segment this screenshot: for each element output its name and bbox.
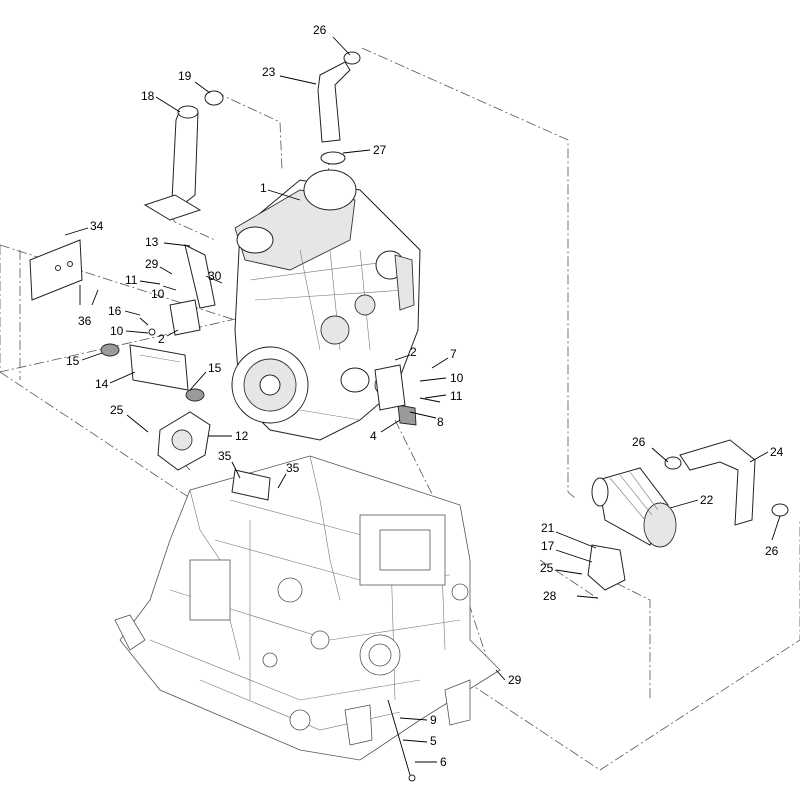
callout-10c: 10 xyxy=(450,371,464,385)
callout-2a: 2 xyxy=(158,332,165,346)
callout-28: 28 xyxy=(543,589,557,603)
callout-26c: 26 xyxy=(765,544,779,558)
callout-9: 9 xyxy=(430,713,437,727)
callout-13: 13 xyxy=(145,235,159,249)
mounting-parts xyxy=(29,239,599,782)
callout-26a: 26 xyxy=(313,23,327,37)
callout-27: 27 xyxy=(373,143,387,157)
callout-29b: 29 xyxy=(508,673,522,687)
callout-29a: 29 xyxy=(145,257,159,271)
machine-frame xyxy=(114,455,501,761)
callout-14: 14 xyxy=(95,377,109,391)
callout-5: 5 xyxy=(430,734,437,748)
callout-12: 12 xyxy=(235,429,249,443)
callout-10a: 10 xyxy=(151,287,165,301)
callout-4: 4 xyxy=(370,429,377,443)
callout-36: 36 xyxy=(78,314,92,328)
callout-8: 8 xyxy=(437,415,444,429)
callout-35a: 35 xyxy=(218,449,232,463)
callout-7: 7 xyxy=(450,347,457,361)
callout-22: 22 xyxy=(700,493,714,507)
callout-34: 34 xyxy=(90,219,104,233)
callout-10b: 10 xyxy=(110,324,124,338)
callout-25a: 25 xyxy=(110,403,124,417)
callout-19: 19 xyxy=(178,69,192,83)
callout-18: 18 xyxy=(141,89,155,103)
callout-21: 21 xyxy=(541,521,555,535)
callout-1: 1 xyxy=(260,181,267,195)
callout-23: 23 xyxy=(262,65,276,79)
callout-30: 30 xyxy=(208,269,222,283)
callout-17: 17 xyxy=(541,539,555,553)
callout-15a: 15 xyxy=(66,354,80,368)
callout-11b: 11 xyxy=(450,389,463,403)
callout-16: 16 xyxy=(108,304,122,318)
callout-11a: 11 xyxy=(125,273,138,287)
callout-15b: 15 xyxy=(208,361,222,375)
air-intake-parts xyxy=(143,51,789,591)
callout-24: 24 xyxy=(770,445,784,459)
engine xyxy=(231,169,421,441)
callout-6: 6 xyxy=(440,755,447,769)
callout-26b: 26 xyxy=(632,435,646,449)
callouts: 26 23 19 18 27 1 34 13 29 11 30 10 36 16… xyxy=(64,23,784,769)
callout-2b: 2 xyxy=(410,345,417,359)
callout-25b: 25 xyxy=(540,561,554,575)
callout-35b: 35 xyxy=(286,461,300,475)
